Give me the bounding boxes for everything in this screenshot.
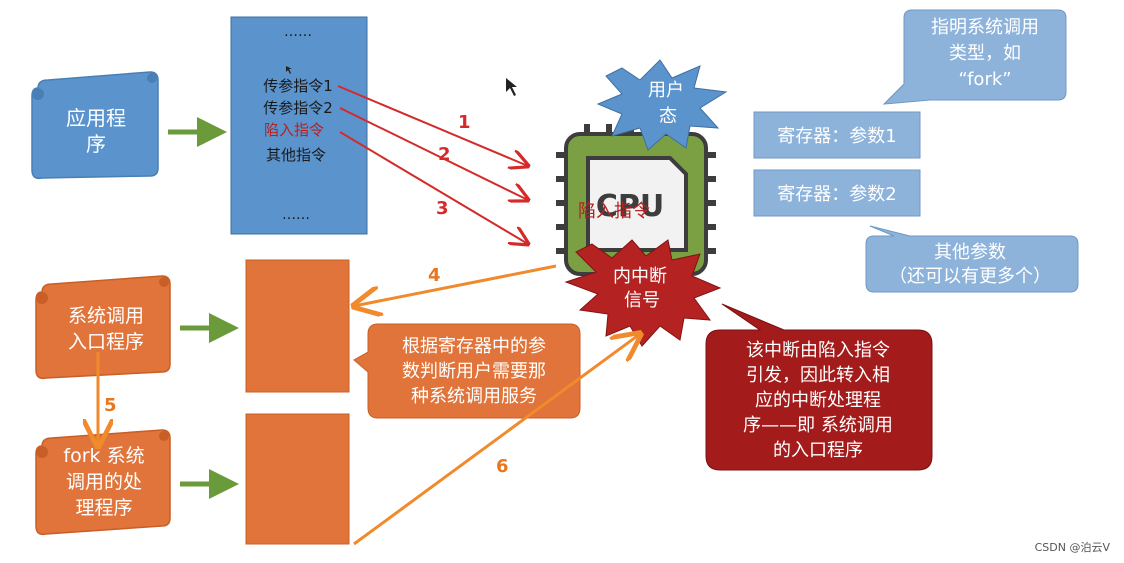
fork-handler-line1: fork 系统 (63, 445, 144, 467)
callout-interrupt-line4: 序——即 系统调用 (743, 415, 893, 436)
app-label-line2: 序 (86, 132, 106, 156)
arrow-label-3: 3 (436, 198, 449, 219)
arrow-label-6: 6 (496, 456, 509, 477)
callout-other-params: 其他参数 （还可以有更多个） (865, 225, 1079, 293)
red-arrows: 1 2 3 (337, 85, 528, 244)
callout-interrupt-line3: 应的中断处理程 (755, 390, 881, 411)
arrow-label-4: 4 (428, 265, 441, 286)
callout-interrupt-line2: 引发，因此转入相 (746, 365, 890, 386)
syscall-entry-line2: 入口程序 (68, 331, 144, 353)
watermark: CSDN @泊云V (1034, 541, 1110, 554)
callout-interrupt-line5: 的入口程序 (773, 440, 863, 461)
mouse-cursor-icon (506, 78, 517, 96)
instr-item-2: 传参指令2 (263, 99, 333, 117)
cpu-chip: CPU 陷入指令 (556, 124, 716, 284)
instr-bottom-dots: …… (282, 207, 310, 223)
interrupt-starburst: 内中断 信号 (564, 239, 722, 347)
user-mode-starburst: 用户 态 (596, 59, 728, 151)
instruction-box: …… 传参指令1 传参指令2 陷入指令 其他指令 …… (230, 16, 368, 235)
app-program-scroll: 应用程 序 (31, 71, 159, 180)
instr-item-1: 传参指令1 (263, 77, 333, 95)
fork-handler-scroll: fork 系统 调用的处 理程序 (35, 429, 171, 536)
syscall-entry-line1: 系统调用 (68, 305, 144, 327)
register-2: 寄存器：参数2 (753, 169, 921, 217)
orange-arrows: 4 5 6 (98, 264, 640, 546)
syscall-entry-scroll: 系统调用 入口程序 (35, 275, 171, 380)
app-label-line1: 应用程 (66, 106, 126, 130)
callout-type-line1: 指明系统调用 (931, 17, 1039, 38)
interrupt-line1: 内中断 (613, 266, 667, 287)
interrupt-line2: 信号 (624, 290, 660, 311)
fork-handler-line2: 调用的处 (66, 471, 142, 493)
callout-interrupt-line1: 该中断由陷入指令 (746, 340, 890, 361)
instr-item-3: 陷入指令 (264, 121, 324, 139)
cpu-label: CPU (596, 189, 664, 224)
callout-interrupt-explain: 该中断由陷入指令 引发，因此转入相 应的中断处理程 序——即 系统调用 的入口程… (705, 303, 933, 471)
callout-syscall-type: 指明系统调用 类型，如 “fork” (882, 9, 1067, 105)
callout-judge-line3: 种系统调用服务 (411, 386, 537, 407)
callout-judge-line1: 根据寄存器中的参 (402, 336, 546, 357)
small-cursor-icon (286, 66, 292, 74)
syscall-entry-block (245, 259, 350, 393)
red-arrow-3 (339, 131, 528, 244)
arrow-label-5: 5 (104, 395, 117, 416)
arrow-label-2: 2 (438, 144, 451, 165)
orange-arrow-6 (353, 334, 640, 546)
callout-other-line1: 其他参数 (934, 242, 1006, 263)
arrow-label-1: 1 (458, 112, 471, 133)
callout-type-line3: “fork” (958, 69, 1011, 90)
cpu-overlay-label: 陷入指令 (578, 201, 650, 222)
callout-other-line2: （还可以有更多个） (889, 266, 1051, 287)
fork-handler-block (245, 413, 350, 545)
register-2-label: 寄存器：参数2 (777, 184, 896, 205)
red-arrow-2 (339, 107, 528, 200)
fork-handler-line3: 理程序 (75, 497, 132, 519)
callout-judge: 根据寄存器中的参 数判断用户需要那 种系统调用服务 (353, 323, 581, 419)
red-arrow-1 (337, 85, 528, 166)
orange-arrow-4 (354, 264, 557, 306)
register-1-label: 寄存器：参数1 (777, 126, 896, 147)
register-1: 寄存器：参数1 (753, 111, 921, 159)
user-mode-line2: 态 (659, 106, 677, 127)
user-mode-line1: 用户 (648, 80, 684, 101)
callout-type-line2: 类型，如 (949, 43, 1021, 64)
instr-item-4: 其他指令 (266, 146, 326, 164)
instr-top-dots: …… (284, 24, 312, 40)
callout-judge-line2: 数判断用户需要那 (402, 361, 546, 382)
green-arrows (168, 117, 239, 499)
